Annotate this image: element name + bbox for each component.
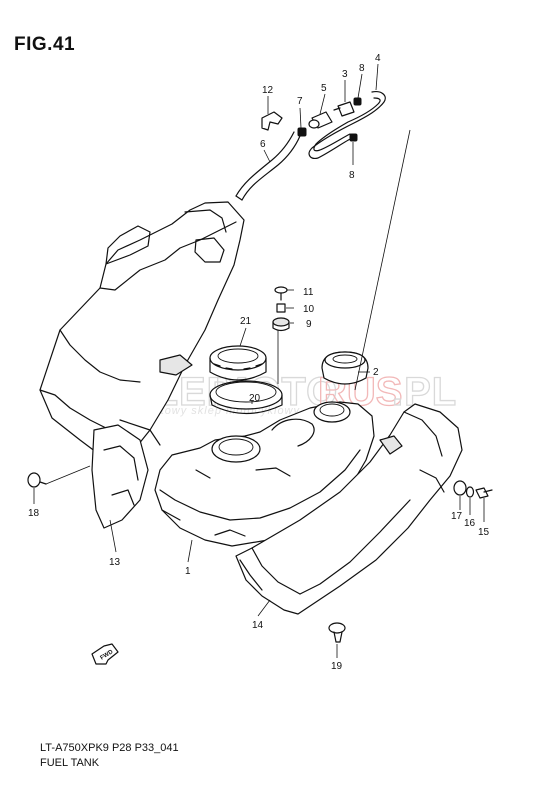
callout-3: 3 (342, 69, 348, 80)
callout-6: 6 (260, 139, 266, 150)
part-17-grommet (453, 480, 467, 496)
part-8-clamp-upper (353, 97, 362, 106)
callout-20: 20 (249, 393, 261, 404)
part-18-clip (27, 472, 47, 488)
part-16-washer (465, 486, 475, 498)
callout-17: 17 (451, 511, 463, 522)
callout-8-lower: 8 (349, 170, 355, 181)
part-6-breather-hose (235, 131, 301, 201)
callout-13: 13 (109, 557, 121, 568)
callout-15: 15 (478, 527, 490, 538)
callout-1: 1 (185, 566, 191, 577)
leader-lines (33, 63, 485, 658)
forward-arrow: FWD (91, 643, 119, 665)
figure-title: FIG.41 (14, 34, 76, 55)
part-15-bolt (475, 487, 493, 499)
callout-7: 7 (297, 96, 303, 107)
part-14-right-cover (235, 403, 463, 615)
callout-16: 16 (464, 518, 476, 529)
callout-10: 10 (303, 304, 315, 315)
callout-8-upper: 8 (359, 63, 365, 74)
part-5-valve (308, 111, 333, 129)
part-9-grommet (272, 317, 290, 332)
part-21-pump-ring (209, 345, 267, 381)
callout-14: 14 (252, 620, 264, 631)
part-20-gasket (209, 380, 283, 414)
part-10-collar (276, 303, 286, 313)
figure-caption: FUEL TANK (40, 757, 100, 769)
part-8-clamp-lower (349, 133, 358, 142)
figure-code: LT-A750XPK9 P28 P33_041 (40, 742, 179, 754)
part-3-valve (333, 101, 355, 117)
part-4-hose (308, 91, 386, 159)
callout-12: 12 (262, 85, 274, 96)
callout-11: 11 (303, 287, 314, 298)
part-11-bolt (274, 286, 288, 301)
callout-9: 9 (306, 319, 312, 330)
callout-19: 19 (331, 661, 343, 672)
part-19-rivet (328, 622, 346, 643)
callout-18: 18 (28, 508, 40, 519)
part-12-bracket (261, 111, 283, 131)
callout-21: 21 (240, 316, 252, 327)
callout-5: 5 (321, 83, 327, 94)
callout-4: 4 (375, 53, 381, 64)
part-13-left-cover (39, 201, 245, 529)
callout-2: 2 (373, 367, 379, 378)
part-2-fuel-cap (321, 351, 369, 385)
callouts: 1 2 3 4 5 6 7 8 8 9 10 11 12 13 14 15 16… (28, 53, 490, 672)
part-7-clamp (297, 127, 307, 137)
